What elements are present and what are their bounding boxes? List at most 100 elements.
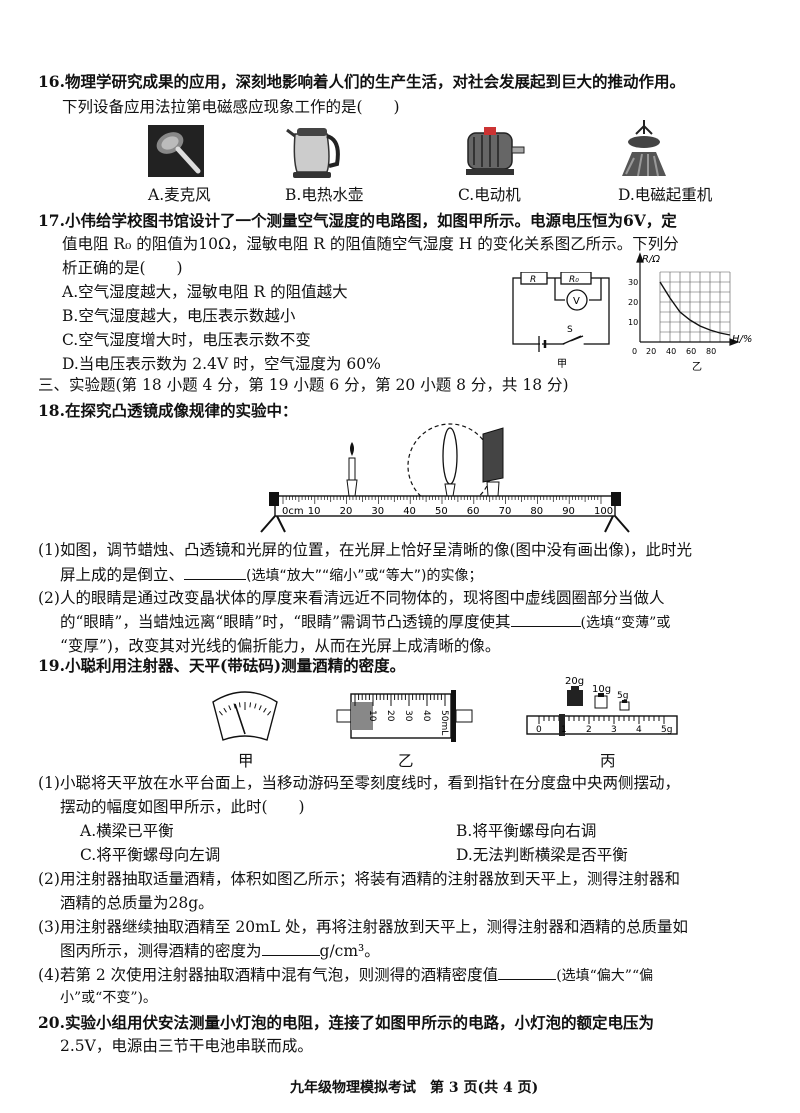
q16-option-c: C.电动机 xyxy=(458,186,521,204)
q19-p1b: 摆动的幅度如图甲所示，此时( ) xyxy=(60,798,305,816)
weight-10g xyxy=(594,693,608,709)
q18-answer-blank-1[interactable] xyxy=(184,566,247,580)
graph-ytick-10: 10 xyxy=(628,318,638,327)
scale-label: 3 xyxy=(611,725,617,735)
electric-motor-icon xyxy=(466,127,525,175)
q17-option-d: D.当电压表示数为 2.4V 时，空气湿度为 60% xyxy=(62,355,381,373)
graph-xlabel: H/% xyxy=(732,334,752,345)
q20-line1: 20.实验小组用伏安法测量小灯泡的电阻，连接了如图甲所示的电路，小灯泡的额定电压… xyxy=(38,1013,654,1032)
rider-slider xyxy=(559,714,565,736)
dial-tick xyxy=(258,705,262,711)
weight-5g xyxy=(619,700,630,711)
graph-ylabel: R/Ω xyxy=(642,254,660,265)
q19-p3a: (3)用注射器继续抽取酒精至 20mL 处，再将注射器放到天平上，测得注射器和酒… xyxy=(38,918,689,936)
dial-tick xyxy=(263,707,267,713)
q18-p1b-pre: 屏上成的是倒立、 xyxy=(60,566,185,584)
graph-axes xyxy=(636,252,740,346)
humidity-resistance-graph: R/Ω H/% 30 20 10 0 20 40 60 80 乙 xyxy=(628,252,752,373)
graph-ytick-0: 0 xyxy=(632,347,637,356)
weight-20g xyxy=(567,686,583,706)
q19-answer-blank-error[interactable] xyxy=(498,966,557,980)
q16-option-a: A.麦克风 xyxy=(148,186,211,204)
balance-pointer xyxy=(234,703,246,735)
ruler-ticks xyxy=(282,496,602,504)
scale-label: 1 xyxy=(561,725,567,735)
q18-p2b-pre: 的“眼睛”，当蜡烛远离“眼睛”时，“眼睛”需调节凸透镜的厚度使其 xyxy=(60,613,511,631)
q19-answer-blank-density[interactable] xyxy=(261,942,320,956)
syringe-label: 40 xyxy=(421,710,431,722)
graph-xtick-40: 40 xyxy=(666,347,676,356)
scale-label: 4 xyxy=(636,725,642,735)
q19-p2a: (2)用注射器抽取适量酒精，体积如图乙所示；将装有酒精的注射器放到天平上，测得注… xyxy=(38,870,680,888)
q17-line1: 17.小伟给学校图书馆设计了一个测量空气湿度的电路图，如图甲所示。电源电压恒为6… xyxy=(38,211,677,230)
ruler-label: 40 xyxy=(403,506,416,517)
q19-p3b-pre: 图丙所示，测得酒精的密度为 xyxy=(60,942,262,960)
convex-lens xyxy=(442,427,458,497)
dial-tick xyxy=(238,702,241,708)
humidity-circuit-diagram: R R₀ V S 甲 xyxy=(512,272,610,370)
q16-option-b: B.电热水壶 xyxy=(285,186,364,204)
q18-p1b-post: (选填“放大”“缩小”或“等大”)的实像； xyxy=(246,568,483,584)
graph-xtick-80: 80 xyxy=(706,347,716,356)
graph-xtick-20: 20 xyxy=(646,347,656,356)
syringe-label: 30 xyxy=(403,710,413,722)
candle xyxy=(346,442,358,497)
ruler-label: 80 xyxy=(530,506,543,517)
q18-p2c: “变厚”)，改变其对光线的偏折能力，从而在光屏上成清晰的像。 xyxy=(60,637,501,655)
q19-title: 19.小聪利用注射器、天平(带砝码)测量酒精的密度。 xyxy=(38,656,406,675)
ruler-label: 100 xyxy=(594,506,613,517)
circuit-r0-label: R₀ xyxy=(569,275,579,285)
q19-option-a: A.横梁已平衡 xyxy=(80,822,174,840)
ruler-label: 30 xyxy=(371,506,384,517)
q19-p3b: 图丙所示，测得酒精的密度为 g/cm³。 xyxy=(60,942,380,961)
q19-option-d: D.无法判断横梁是否平衡 xyxy=(456,846,628,864)
ruler-label: 0cm xyxy=(282,506,304,517)
scale-label: 5g xyxy=(661,725,672,735)
weight-5g-label: 5g xyxy=(617,691,628,701)
syringe-label: 10 xyxy=(367,710,377,722)
q18-answer-blank-2[interactable] xyxy=(510,613,581,627)
graph-xtick-60: 60 xyxy=(686,347,696,356)
q20-line2: 2.5V，电源由三节干电池串联而成。 xyxy=(60,1037,313,1055)
q16-option-d: D.电磁起重机 xyxy=(618,186,713,204)
scale-label: 0 xyxy=(536,725,542,735)
dial-tick xyxy=(249,702,252,708)
electric-kettle-icon xyxy=(286,128,340,178)
scale-caption: 丙 xyxy=(600,752,616,770)
q19-p4b: 小”或“不变”)。 xyxy=(60,990,157,1006)
q19-p3b-post: g/cm³。 xyxy=(319,942,380,960)
switch-label: S xyxy=(567,325,573,335)
ruler-label: 60 xyxy=(467,506,480,517)
dial-tick xyxy=(233,703,236,709)
q19-option-c: C.将平衡螺母向左调 xyxy=(80,846,221,864)
section-3-heading: 三、实验题(第 18 小题 4 分，第 19 小题 6 分，第 20 小题 8 … xyxy=(38,376,569,394)
dial-tick xyxy=(228,705,232,711)
q18-p2b-post: (选填“变薄”或 xyxy=(580,615,671,631)
syringe-label: 20 xyxy=(385,710,395,722)
q16-line2: 下列设备应用法拉第电磁感应现象工作的是( ) xyxy=(62,98,400,116)
q19-option-b: B.将平衡螺母向右调 xyxy=(456,822,597,840)
q19-p4a-post: (选填“偏大”“偏 xyxy=(556,968,654,984)
q17-line3: 析正确的是( ) xyxy=(62,259,183,277)
q18-p1b: 屏上成的是倒立、 (选填“放大”“缩小”或“等大”)的实像； xyxy=(60,566,482,586)
circuit-r-label: R xyxy=(530,275,536,285)
ruler-label: 70 xyxy=(499,506,512,517)
dial-caption: 甲 xyxy=(238,752,254,770)
q18-title: 18.在探究凸透镜成像规律的实验中： xyxy=(38,401,298,420)
syringe-caption: 乙 xyxy=(398,752,414,770)
graph-caption: 乙 xyxy=(692,361,702,373)
q19-p4a-pre: (4)若第 2 次使用注射器抽取酒精中混有气泡，则测得的酒精密度值 xyxy=(38,966,499,984)
balance-dial xyxy=(212,691,278,741)
dial-tick xyxy=(254,703,257,709)
weight-10g-label: 10g xyxy=(592,684,611,695)
page-footer: 九年级物理模拟考试 第 3 页(共 4 页) xyxy=(290,1080,539,1096)
q19-p1a: (1)小聪将天平放在水平台面上，当移动游码至零刻度线时，看到指针在分度盘中央两侧… xyxy=(38,774,680,792)
q17-option-a: A.空气湿度越大，湿敏电阻 R 的阻值越大 xyxy=(62,283,348,301)
q18-p2b: 的“眼睛”，当蜡烛远离“眼睛”时，“眼睛”需调节凸透镜的厚度使其 (选填“变薄”或 xyxy=(60,613,670,633)
ruler-label: 90 xyxy=(562,506,575,517)
graph-ytick-30: 30 xyxy=(628,278,638,287)
q17-option-b: B.空气湿度越大，电压表示数越小 xyxy=(62,307,296,325)
